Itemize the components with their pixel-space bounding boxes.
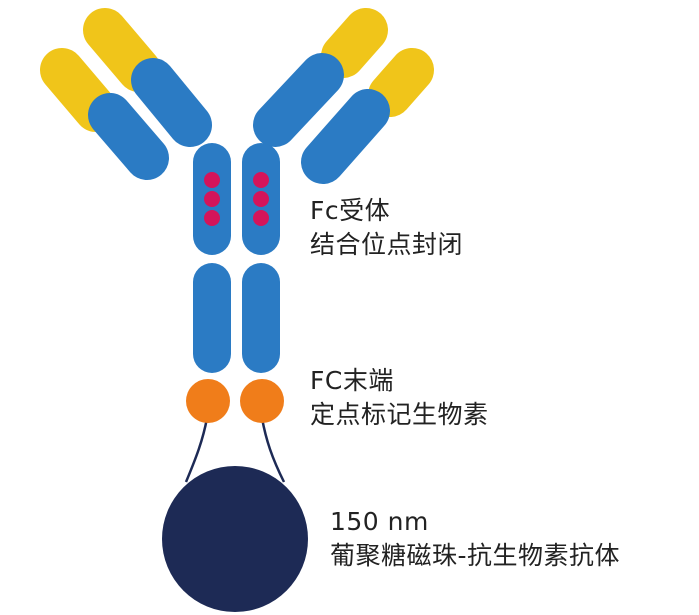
right-light-chain-inner (321, 8, 388, 78)
left-linker (184, 417, 209, 483)
left-heavy-chain-outer (88, 93, 169, 180)
fc-receptor-label-line1: Fc受体 (310, 196, 391, 225)
right-linker (260, 417, 286, 483)
fc-receptor-label: Fc受体 结合位点封闭 (310, 194, 463, 262)
left-arm (40, 8, 212, 180)
linkers (184, 417, 286, 483)
binding-dot (253, 172, 269, 188)
bead-label-line2: 葡聚糖磁珠-抗生物素抗体 (330, 541, 621, 570)
biotin-tags (186, 379, 284, 423)
left-heavy-chain-inner (131, 58, 212, 147)
left-light-chain-outer (40, 48, 118, 132)
fc-end-label: FC末端 定点标记生物素 (310, 364, 489, 432)
binding-dot (204, 210, 220, 226)
right-light-chain-outer (368, 48, 434, 117)
biotin-left (186, 379, 230, 423)
magnetic-bead (162, 466, 308, 612)
binding-dot (253, 191, 269, 207)
binding-dot (204, 191, 220, 207)
right-heavy-chain-outer (301, 89, 390, 184)
bead-label-line1: 150 nm (330, 507, 429, 536)
fc-end-label-line2: 定点标记生物素 (310, 400, 489, 429)
left-fc-segment (193, 263, 231, 373)
right-fc-segment (242, 263, 280, 373)
biotin-right (240, 379, 284, 423)
fc-end-label-line1: FC末端 (310, 366, 394, 395)
fc-receptor-label-line2: 结合位点封闭 (310, 230, 464, 259)
fc-receptor-block-dots (204, 172, 269, 226)
binding-dot (253, 210, 269, 226)
right-heavy-chain-inner (253, 53, 344, 147)
bead-label: 150 nm 葡聚糖磁珠-抗生物素抗体 (330, 505, 620, 573)
binding-dot (204, 172, 220, 188)
right-arm (253, 8, 434, 184)
left-light-chain-inner (83, 8, 161, 92)
